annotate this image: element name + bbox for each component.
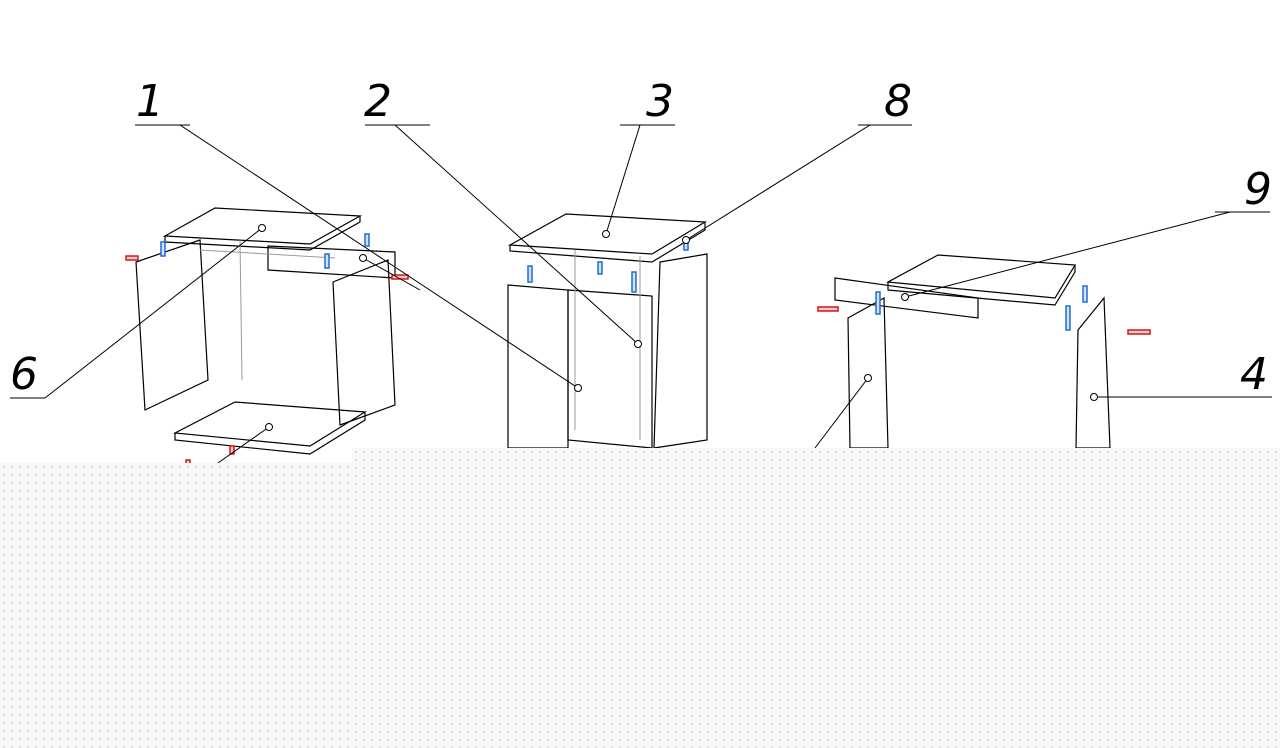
- callout-4: 4: [1240, 349, 1268, 400]
- callout-6: 6: [10, 349, 38, 400]
- side-panel-right: [332, 259, 396, 426]
- callout-9: 9: [1244, 164, 1272, 215]
- rail-right: [834, 277, 979, 319]
- leader-lines: [10, 124, 1272, 464]
- callout-3: 3: [646, 76, 674, 127]
- side-panel-right-b: [1075, 296, 1111, 449]
- callout-2: 2: [364, 76, 392, 127]
- back-panel-middle: [567, 289, 653, 449]
- callout-1: 1: [136, 76, 164, 127]
- rail-left: [267, 245, 396, 279]
- dotted-grid-area-left: [0, 463, 352, 748]
- front-panel-middle: [507, 284, 569, 449]
- right-cabinet-assembly: [817, 254, 1151, 449]
- callout-8: 8: [884, 76, 912, 127]
- side-panel-right-a: [847, 296, 889, 449]
- middle-cabinet-assembly: [507, 213, 708, 449]
- dotted-grid-area-right: [352, 448, 1280, 748]
- side-panel-middle: [653, 253, 708, 449]
- side-panel-left: [135, 239, 209, 411]
